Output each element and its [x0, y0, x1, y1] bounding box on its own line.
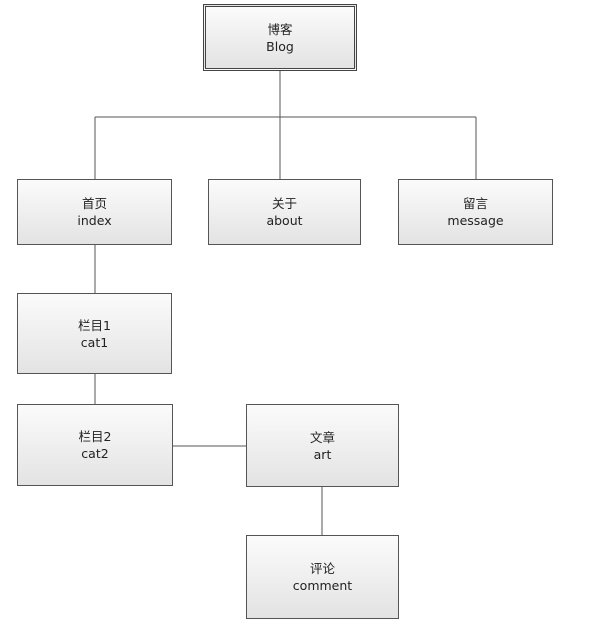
node-cat2: 栏目2 cat2 [17, 404, 173, 486]
node-art-en: art [313, 446, 332, 462]
node-index-zh: 首页 [81, 196, 107, 211]
node-comment-en: comment [292, 578, 353, 593]
node-index-en: index [77, 213, 112, 228]
node-cat2-en: cat2 [81, 446, 109, 461]
node-blog: 博客 Blog [203, 4, 357, 71]
node-about-en: about [266, 213, 303, 228]
node-message-zh: 留言 [462, 196, 488, 211]
node-about: 关于 about [208, 179, 361, 245]
node-blog-en: Blog [266, 38, 294, 54]
node-art-zh: 文章 [309, 429, 335, 445]
node-art: 文章 art [246, 404, 399, 487]
node-comment-zh: 评论 [309, 561, 335, 576]
node-blog-zh: 博客 [267, 21, 293, 37]
node-cat1: 栏目1 cat1 [17, 293, 172, 374]
node-message: 留言 message [398, 179, 553, 245]
node-index: 首页 index [17, 179, 172, 245]
node-cat2-zh: 栏目2 [78, 429, 112, 444]
node-message-en: message [447, 213, 504, 228]
node-cat1-zh: 栏目1 [78, 317, 111, 333]
node-comment: 评论 comment [246, 535, 399, 619]
node-about-zh: 关于 [271, 196, 297, 211]
node-cat1-en: cat1 [80, 334, 109, 350]
